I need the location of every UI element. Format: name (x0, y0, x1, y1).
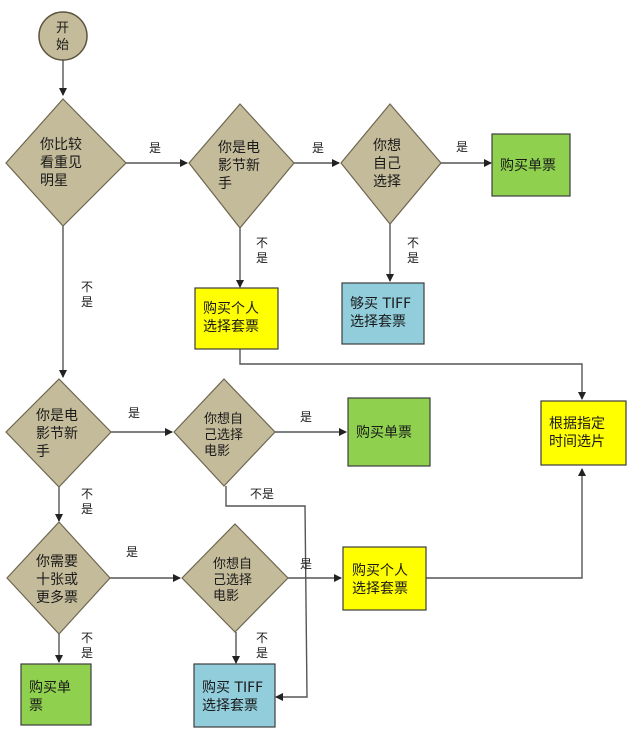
label-no-bottom: 是 (256, 251, 268, 265)
box-text: 购买个人 (352, 563, 408, 579)
label-yes: 是 (300, 410, 312, 424)
start-text: 始 (56, 38, 69, 53)
decision-shape (6, 521, 111, 635)
start-circle (38, 11, 88, 61)
decision-text: 明星 (40, 173, 68, 189)
decision-text: 手 (36, 444, 50, 460)
decision-festival-newbie-2: 你是电 影节新 手 (5, 378, 112, 488)
decision-text: 你是电 (36, 408, 78, 424)
decision-shape (5, 98, 127, 227)
box-single-ticket: 购买单票 (491, 133, 571, 197)
edge-b2-b5 (239, 348, 586, 400)
label-no-top: 不 (407, 236, 419, 250)
decision-text: 更多票 (36, 589, 78, 606)
edge-labels: 是 是 是 不 是 不 是 不 是 是 是 不是 不 是 是 是 不 是 不 是 (81, 140, 468, 660)
label-no-bottom: 是 (256, 646, 268, 660)
box-text: 根据指定 (549, 416, 605, 432)
box-text: 选择套票 (203, 319, 259, 335)
label-yes: 是 (128, 406, 140, 420)
decision-festival-newbie: 你是电 影节新 手 (188, 103, 295, 229)
decision-ten-or-more: 你需要 十张或 更多票 (6, 521, 111, 635)
label-no-top: 不 (81, 487, 93, 501)
decision-text: 己选择 (204, 428, 243, 443)
box-tiff-package-2: 购买 TIFF 选择套票 (193, 663, 276, 728)
decision-text: 己选择 (213, 573, 252, 588)
box-text: 购买 TIFF (202, 680, 263, 696)
decision-self-select: 你想 自己 选择 (340, 103, 442, 225)
label-yes: 是 (126, 545, 138, 559)
box-text: 购买单 (29, 680, 71, 696)
decision-text: 选择 (373, 174, 401, 190)
box-text: 选择套票 (350, 314, 406, 330)
label-no-bottom: 是 (81, 295, 93, 309)
decision-text: 电影 (213, 589, 239, 604)
decision-shape (181, 523, 289, 633)
box-shape (342, 546, 427, 611)
decision-text: 你需要 (36, 554, 78, 570)
box-text: 票 (29, 698, 43, 714)
label-no-bottom: 是 (81, 646, 93, 660)
decision-self-select-movie-2: 你想自 己选择 电影 (181, 523, 289, 633)
label-no-top: 不 (256, 236, 268, 250)
decision-text: 你想自 (204, 411, 243, 427)
decision-text: 你是电 (218, 140, 260, 156)
box-shape (347, 397, 431, 467)
label-no-bottom: 是 (81, 502, 93, 516)
start-text: 开 (56, 21, 69, 36)
decision-shape (188, 103, 295, 229)
decision-likes-stars: 你比较 看重见 明星 (5, 98, 127, 227)
decision-text: 十张或 (36, 572, 78, 588)
decision-shape (340, 103, 442, 225)
box-text: 购买个人 (203, 301, 259, 317)
connectors (55, 60, 586, 701)
box-select-by-time: 根据指定 时间选片 (540, 400, 627, 466)
box-personal-package: 购买个人 选择套票 (194, 287, 279, 350)
decision-text: 你想自 (213, 556, 252, 572)
label-yes: 是 (312, 141, 324, 155)
box-shape (341, 282, 425, 345)
box-single-ticket-2: 购买单票 (347, 397, 431, 467)
box-text: 选择套票 (352, 581, 408, 597)
decision-text: 你想 (373, 138, 401, 154)
label-no-top: 不 (256, 631, 268, 645)
start-node: 开 始 (38, 11, 88, 61)
edge-d5-b8 (225, 486, 308, 701)
decision-shape (5, 378, 112, 488)
box-shape (540, 400, 627, 466)
label-yes: 是 (456, 140, 468, 154)
label-yes: 是 (300, 557, 312, 571)
box-personal-package-2: 购买个人 选择套票 (342, 546, 427, 611)
decision-shape (173, 378, 276, 487)
box-shape (20, 663, 92, 726)
box-text: 购买单票 (500, 158, 556, 174)
decision-text: 你比较 (40, 137, 82, 153)
decision-text: 影节新 (36, 426, 78, 442)
box-shape (491, 133, 571, 197)
label-no-inline: 不是 (250, 487, 274, 501)
box-tiff-package: 够买 TIFF 选择套票 (341, 282, 425, 345)
decision-text: 手 (218, 176, 232, 192)
box-text: 选择套票 (202, 698, 258, 714)
box-text: 时间选片 (549, 434, 605, 450)
box-single-ticket-3: 购买单 票 (20, 663, 92, 726)
box-shape (194, 287, 279, 350)
label-no-top: 不 (81, 280, 93, 294)
box-shape (193, 663, 276, 728)
decision-text: 电影 (204, 444, 230, 459)
decision-self-select-movie: 你想自 己选择 电影 (173, 378, 276, 487)
box-text: 够买 TIFF (350, 296, 411, 312)
label-no-top: 不 (81, 631, 93, 645)
decision-text: 自己 (373, 156, 401, 172)
label-yes: 是 (149, 141, 161, 155)
decision-text: 看重见 (40, 155, 82, 171)
label-no-bottom: 是 (407, 251, 419, 265)
box-text: 购买单票 (356, 425, 412, 441)
edge-b6-b5 (426, 468, 586, 579)
decision-text: 影节新 (218, 158, 260, 174)
